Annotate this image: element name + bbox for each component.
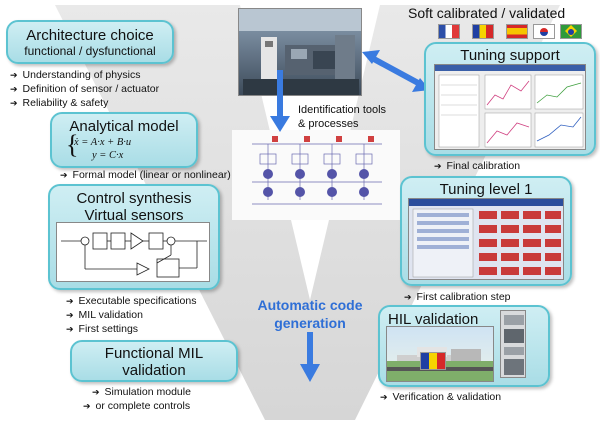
bullet-item-continuation: or complete controls bbox=[83, 399, 191, 413]
analytical-model-box: Analytical model { ẋ = A·x + B·u y = C·x bbox=[50, 112, 198, 168]
architecture-bullets: Understanding of physics Definition of s… bbox=[10, 68, 160, 110]
south-korea-flag-icon bbox=[533, 24, 555, 39]
engine-schematic-diagram bbox=[232, 130, 400, 220]
architecture-subtitle: functional / dysfunctional bbox=[24, 44, 156, 58]
control-title-line2: Virtual sensors bbox=[84, 207, 184, 224]
functional-mil-box: Functional MIL validation bbox=[70, 340, 238, 382]
architecture-choice-box: Architecture choice functional / dysfunc… bbox=[6, 20, 174, 64]
control-title-line1: Control synthesis bbox=[76, 190, 192, 207]
tuning-support-screenshot bbox=[434, 64, 586, 150]
engine-test-bench-photo bbox=[238, 8, 362, 96]
bullet-item: First calibration step bbox=[404, 290, 511, 304]
france-flag-icon bbox=[438, 24, 460, 39]
spain-flag-icon bbox=[506, 24, 528, 39]
test-bench-illustration bbox=[239, 9, 361, 95]
brazil-globe-icon bbox=[568, 29, 574, 35]
bullet-item: Definition of sensor / actuator bbox=[10, 82, 160, 96]
auto-line1: Automatic code bbox=[257, 297, 363, 313]
analytical-title: Analytical model bbox=[69, 118, 179, 135]
hil-rack-photo bbox=[500, 310, 526, 378]
bullet-item: MIL validation bbox=[66, 308, 196, 322]
brace: { bbox=[66, 130, 79, 159]
tuning-support-bullet: Final calibration bbox=[434, 159, 521, 173]
output-equation: y = C·x bbox=[92, 150, 124, 161]
brazil-flag-icon bbox=[560, 24, 582, 39]
analytical-bullet: Formal model (linear or nonlinear) bbox=[60, 168, 231, 182]
romania-flag-icon bbox=[472, 24, 494, 39]
mil-title-line2: validation bbox=[122, 362, 186, 379]
bullet-item: Executable specifications bbox=[66, 294, 197, 308]
hil-title: HIL validation bbox=[388, 311, 479, 328]
bullet-item: First settings bbox=[66, 322, 196, 336]
tuning-level-bullet: First calibration step bbox=[404, 290, 511, 304]
down-arrow-code-generation bbox=[300, 332, 320, 382]
identification-caption: Identification tools & processes bbox=[298, 103, 386, 131]
double-arrow-to-tuning-support bbox=[362, 50, 430, 92]
romania-flag-icon-hil bbox=[420, 352, 446, 370]
mil-bullets: Simulation module or complete controls bbox=[92, 385, 191, 413]
soft-calibrated-title: Soft calibrated / validated bbox=[408, 5, 566, 21]
mil-title-line1: Functional MIL bbox=[104, 345, 204, 362]
auto-line2: generation bbox=[274, 315, 346, 331]
tuning-support-title: Tuning support bbox=[460, 47, 560, 64]
block-diagram-image bbox=[56, 222, 210, 282]
bullet-item: Reliability & safety bbox=[10, 96, 159, 110]
ident-line1: Identification tools bbox=[298, 104, 387, 116]
tuning-level-title: Tuning level 1 bbox=[439, 181, 533, 198]
automatic-code-generation-label: Automatic code generation bbox=[248, 296, 372, 332]
hil-bullet: Verification & validation bbox=[380, 390, 502, 404]
bullet-item: Final calibration bbox=[434, 159, 521, 173]
down-arrow-to-schematic bbox=[270, 70, 290, 132]
korea-taegeuk-icon bbox=[540, 28, 548, 36]
state-equation: ẋ = A·x + B·u bbox=[74, 137, 132, 148]
ident-line2: & processes bbox=[298, 118, 359, 130]
bullet-item: Formal model (linear or nonlinear) bbox=[60, 168, 231, 182]
control-bullets: Executable specifications MIL validation… bbox=[66, 294, 197, 336]
architecture-title: Architecture choice bbox=[26, 27, 154, 44]
tuning-level-screenshot bbox=[408, 198, 564, 280]
bullet-item: Simulation module bbox=[92, 385, 191, 399]
bullet-item: Understanding of physics bbox=[10, 68, 159, 82]
bullet-item: Verification & validation bbox=[380, 390, 502, 404]
state-equations: { ẋ = A·x + B·u y = C·x bbox=[66, 132, 132, 162]
